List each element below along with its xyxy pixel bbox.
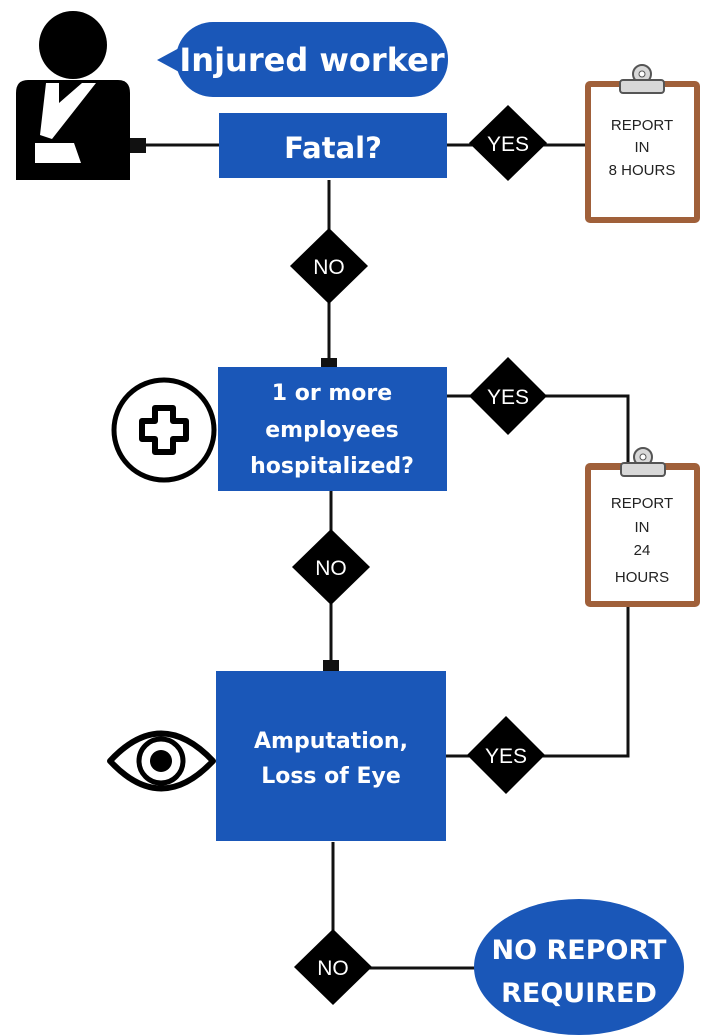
no-report-required-terminal: NO REPORT REQUIRED [474, 899, 684, 1035]
decision-no-fatal: NO [290, 228, 368, 304]
connector-cap [130, 138, 146, 153]
medical-cross-icon [111, 377, 217, 483]
step-fatal-label: Fatal? [284, 131, 382, 165]
report-8-line3: 8 HOURS [609, 162, 676, 179]
decision-yes-fatal-label: YES [487, 133, 529, 156]
step-hospitalized-line1: 1 or more [272, 381, 392, 406]
decision-no-amputation: NO [294, 929, 372, 1005]
decision-yes-amputation: YES [467, 716, 545, 794]
injured-worker-bubble: Injured worker [157, 22, 448, 97]
decision-yes-amputation-label: YES [485, 745, 527, 768]
decision-no-hospitalized-label: NO [315, 557, 347, 580]
connector-hospitalized-report24 [446, 394, 630, 464]
report-24-line2: IN [635, 519, 650, 536]
step-hospitalized-line3: hospitalized? [250, 454, 414, 479]
decision-no-hospitalized: NO [292, 529, 370, 605]
decision-yes-hospitalized-label: YES [487, 386, 529, 409]
step-amputation-line2: Loss of Eye [261, 764, 401, 789]
decision-yes-hospitalized: YES [469, 357, 547, 435]
step-fatal: Fatal? [219, 113, 447, 178]
step-hospitalized-line2: employees [265, 418, 399, 443]
report-8-line1: REPORT [611, 117, 673, 134]
report-24-line1: REPORT [611, 495, 673, 512]
decision-no-fatal-label: NO [313, 256, 345, 279]
step-amputation-line1: Amputation, [254, 729, 408, 754]
decision-yes-fatal: YES [469, 105, 547, 181]
connector-amputation-end [331, 842, 476, 970]
report-24-hours-clipboard: REPORT IN 24 HOURS [585, 447, 700, 607]
report-24-line4: HOURS [615, 569, 669, 586]
step-hospitalized: 1 or more employees hospitalized? [218, 367, 447, 491]
end-line2: REQUIRED [501, 978, 657, 1009]
eye-icon [107, 730, 216, 792]
report-8-hours-clipboard: REPORT IN 8 HOURS [585, 64, 700, 223]
step-amputation: Amputation, Loss of Eye [216, 671, 446, 841]
connector-cap [323, 660, 339, 673]
bubble-text: Injured worker [179, 41, 444, 79]
connector-amputation-report24 [446, 607, 630, 758]
connectors [130, 143, 630, 970]
decision-no-amputation-label: NO [317, 957, 349, 980]
person-arm-sling-icon [16, 11, 130, 180]
end-line1: NO REPORT [492, 935, 668, 966]
report-24-line3: 24 [634, 542, 651, 559]
report-8-line2: IN [635, 139, 650, 156]
